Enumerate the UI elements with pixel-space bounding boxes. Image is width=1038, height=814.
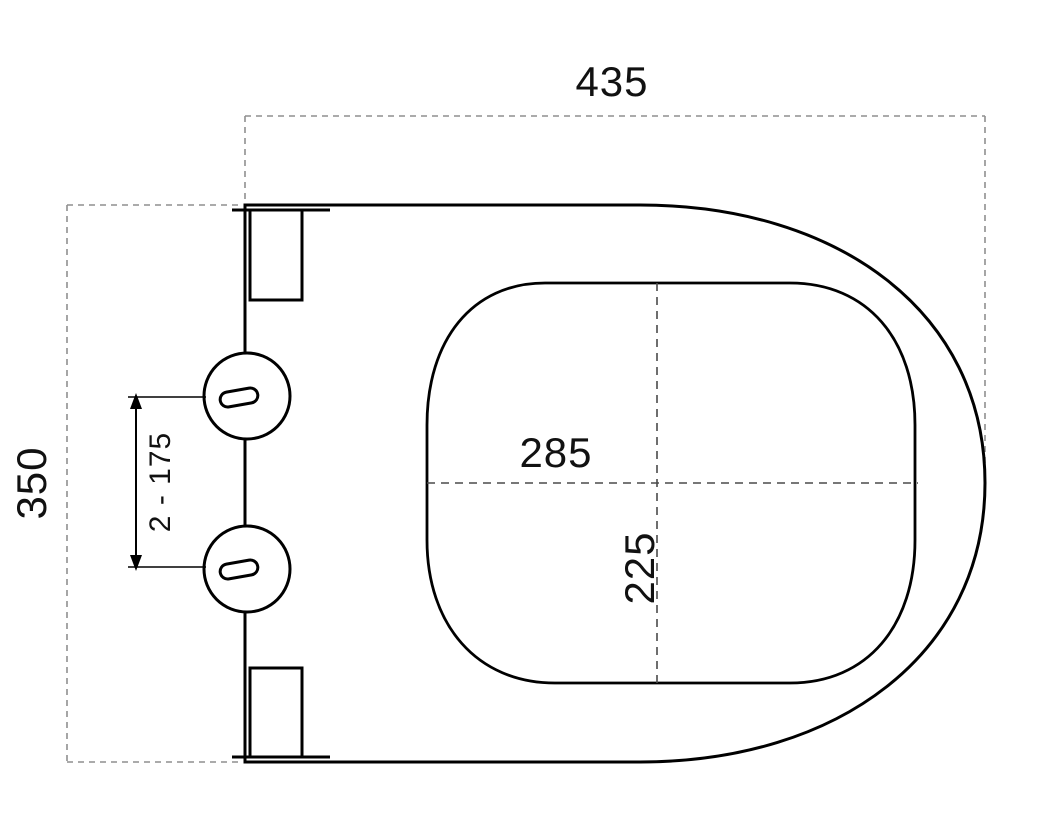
hinge-spacing-dimension — [128, 393, 206, 571]
hinge-slot-top — [218, 386, 260, 409]
label-overall-depth: 350 — [8, 446, 55, 519]
overall-depth-dimension-lines — [66, 204, 243, 763]
label-inner-width: 285 — [519, 429, 592, 476]
seat-inner-opening-outline — [425, 281, 917, 685]
label-overall-width: 435 — [575, 58, 648, 105]
hinge-dim-arrow-down — [130, 555, 142, 571]
seat-outer-outline — [243, 203, 987, 764]
overall-width-dimension-lines — [244, 115, 986, 480]
hinge-slot-bottom — [218, 558, 260, 581]
hinge-bracket-top — [232, 208, 330, 302]
hinge-bracket-top-body — [248, 210, 304, 302]
hinge-bracket-bottom-body — [248, 666, 304, 757]
label-hinge-spacing: 2 - 175 — [144, 432, 177, 532]
opening-centerlines — [427, 283, 918, 686]
label-inner-depth: 225 — [616, 531, 663, 604]
hinge-bracket-bottom — [232, 666, 330, 759]
hinge-dim-arrow-up — [130, 393, 142, 409]
